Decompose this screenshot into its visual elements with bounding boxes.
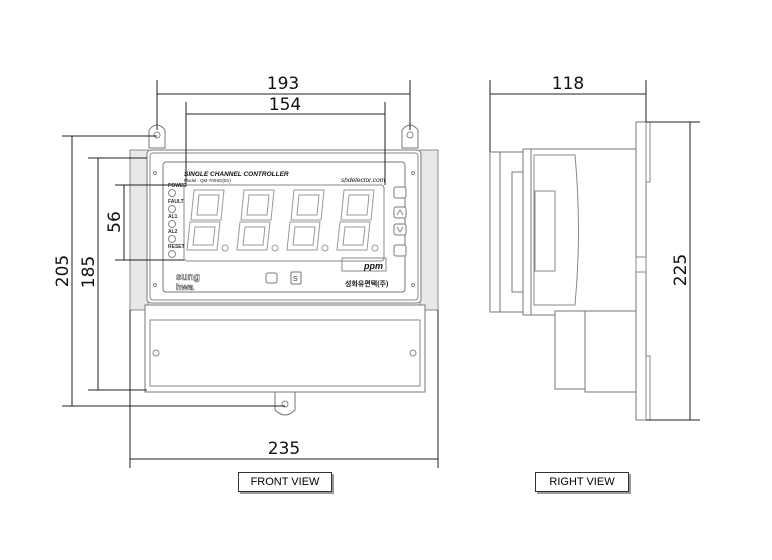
front-view: SINGLE CHANNEL CONTROLLER Model : QM-700…	[53, 74, 439, 468]
left-bracket	[129, 149, 149, 311]
digit-4	[336, 189, 375, 251]
dim-185: 185	[79, 256, 99, 288]
led-label-al1: AL1	[168, 214, 178, 220]
side-buttons	[393, 186, 407, 257]
s-button[interactable]	[290, 271, 302, 285]
dim-118: 118	[552, 74, 584, 94]
dim-193: 193	[267, 74, 299, 94]
dim-235: 235	[268, 439, 300, 459]
digit-2	[236, 189, 275, 251]
right-bracket	[419, 149, 439, 311]
dim-154: 154	[269, 95, 301, 115]
down-button[interactable]	[393, 223, 407, 236]
digit-3	[286, 189, 325, 251]
device-model: Model : QM-700SD(Ex)	[184, 178, 231, 183]
device-website: shdetector.com	[341, 177, 386, 184]
reset-button[interactable]	[265, 272, 278, 284]
digit-inner	[192, 194, 220, 246]
rear-bracket	[635, 121, 647, 421]
decimal-point	[371, 244, 379, 252]
device-title: SINGLE CHANNEL CONTROLLER	[184, 171, 289, 178]
mode-button[interactable]	[393, 186, 407, 199]
unit-label: ppm	[363, 261, 383, 271]
up-arrow-icon	[396, 209, 404, 216]
dim-56: 56	[105, 211, 125, 233]
logo: sung	[176, 272, 200, 283]
led-al1	[168, 220, 176, 228]
set-button[interactable]	[393, 244, 407, 257]
down-arrow-icon	[396, 226, 404, 233]
terminal-box	[144, 304, 426, 393]
bottom-ear	[274, 391, 296, 416]
dim-225: 225	[671, 254, 691, 286]
led-reset	[168, 250, 176, 258]
digit-inner	[292, 194, 320, 246]
decimal-point	[321, 244, 329, 252]
led-indicators: POWER FAULT AL1 AL2 RESET	[168, 183, 187, 258]
s-button-label: S	[293, 276, 298, 283]
dim-205: 205	[53, 255, 73, 287]
led-fault	[168, 205, 176, 213]
up-button[interactable]	[393, 206, 407, 219]
top-right-ear	[401, 124, 419, 149]
decimal-point	[271, 244, 279, 252]
led-label-reset: RESET	[168, 244, 185, 250]
seven-segment-display	[186, 189, 379, 252]
digit-1	[186, 189, 225, 251]
logo-line2: hwa	[176, 282, 194, 292]
led-al2	[168, 235, 176, 243]
unit-box	[341, 257, 387, 272]
led-label-fault: FAULT	[168, 199, 184, 205]
right-view-label: RIGHT VIEW	[535, 472, 629, 492]
led-label-power: POWER	[168, 183, 187, 189]
led-label-al2: AL2	[168, 229, 178, 235]
right-view: 118 225	[489, 74, 700, 421]
digit-inner	[242, 194, 270, 246]
led-power	[168, 189, 176, 197]
front-view-label: FRONT VIEW	[238, 472, 332, 492]
decimal-point	[221, 244, 229, 252]
dimension-lines	[62, 80, 439, 468]
digit-inner	[342, 194, 370, 246]
company-name: 성화유편택(주)	[345, 279, 388, 288]
